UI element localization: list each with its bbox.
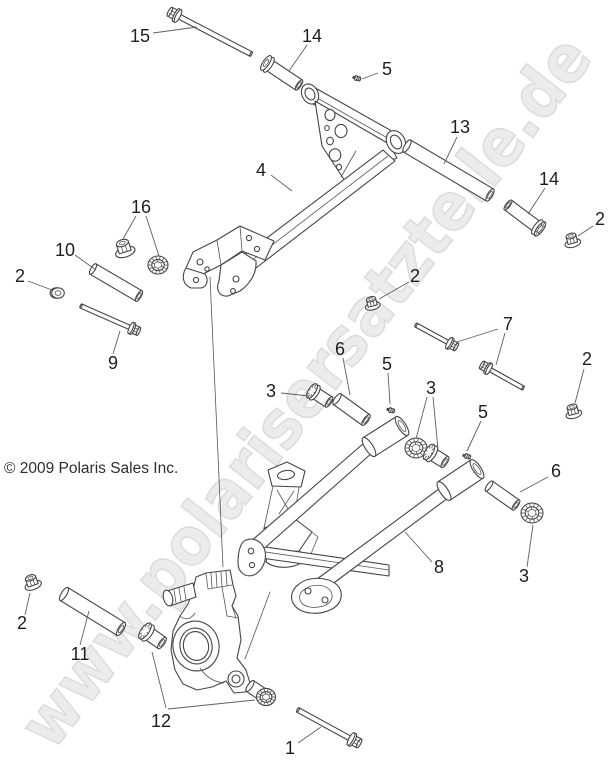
bolt-7-lower [478, 360, 525, 391]
hardware-layer [24, 6, 583, 749]
callout-8-21: 8 [434, 557, 444, 577]
callout-14-1: 14 [302, 26, 322, 46]
bushing-3-serrated-b [520, 502, 544, 524]
callout-2-11: 2 [410, 266, 420, 286]
spacer-tube-6-right [484, 480, 521, 511]
upper-a-arm [182, 83, 407, 297]
callout-layer: 15 14 5 13 14 2 4 16 10 2 9 2 7 2 6 3 5 3 5 6 3 8 2 11 12 1 [15, 26, 605, 758]
nut-2-middle [364, 295, 381, 311]
spacer-tube-13 [402, 139, 495, 202]
locknut-16-left [115, 238, 136, 259]
watermark-text: www.polarisersatzteile.de [4, 21, 606, 762]
callout-13-3: 13 [450, 117, 470, 137]
spacer-tube-10 [88, 263, 144, 302]
lower-control-arm-assembly [237, 435, 457, 614]
nut-2-left [49, 287, 65, 299]
nut-2-bottomleft [24, 574, 42, 591]
spacer-tube-11 [58, 586, 127, 637]
callout-5-16: 5 [382, 354, 392, 374]
sleeve-14-right [503, 199, 547, 237]
nut-2-topright [564, 232, 582, 249]
diagram-line-art [162, 83, 457, 694]
callout-7-12: 7 [503, 314, 513, 334]
arm2-cross-tube [436, 459, 485, 501]
bushing-3-cup-b [422, 443, 450, 469]
copyright-text: © 2009 Polaris Sales Inc. [4, 460, 178, 477]
callout-2-13: 2 [582, 349, 592, 369]
callout-3-17: 3 [426, 378, 436, 398]
callout-6-14: 6 [335, 339, 345, 359]
callout-10-8: 10 [55, 240, 75, 260]
sleeve-14-top [259, 55, 304, 91]
bolt-9 [79, 303, 142, 336]
callout-5-18: 5 [478, 402, 488, 422]
bolt-15 [166, 6, 253, 57]
callout-9-10: 9 [108, 353, 118, 373]
callout-14-4: 14 [539, 169, 559, 189]
screw-5-right [462, 453, 472, 460]
callout-11-23: 11 [71, 644, 90, 664]
callout-15-0: 15 [130, 26, 150, 46]
bushing-12-right [255, 687, 277, 707]
callout-6-19: 6 [551, 461, 561, 481]
screw-5-middle [386, 407, 396, 414]
bolt-1 [296, 707, 363, 749]
screw-5-top [352, 75, 362, 82]
nut-2-right [565, 403, 583, 420]
rear-knuckle [162, 569, 251, 694]
callout-3-15: 3 [266, 381, 276, 401]
callout-2-5: 2 [595, 209, 605, 229]
callout-16-7: 16 [131, 197, 151, 217]
arm1-cross-tube [361, 415, 410, 458]
callout-2-9: 2 [15, 266, 25, 286]
callout-5-2: 5 [382, 59, 392, 79]
callout-1-25: 1 [285, 738, 295, 758]
callout-4-6: 4 [256, 160, 266, 180]
callout-12-24: 12 [151, 711, 171, 731]
bolt-7-upper [414, 322, 460, 352]
bushing-3-left [305, 383, 334, 408]
spacer-tube-6-middle [332, 393, 371, 426]
callout-2-22: 2 [17, 613, 27, 633]
locknut-16-right [147, 255, 169, 275]
callout-3-20: 3 [519, 566, 529, 586]
assembly-indicator-lines [209, 276, 271, 660]
bushing-12-left [138, 622, 167, 650]
